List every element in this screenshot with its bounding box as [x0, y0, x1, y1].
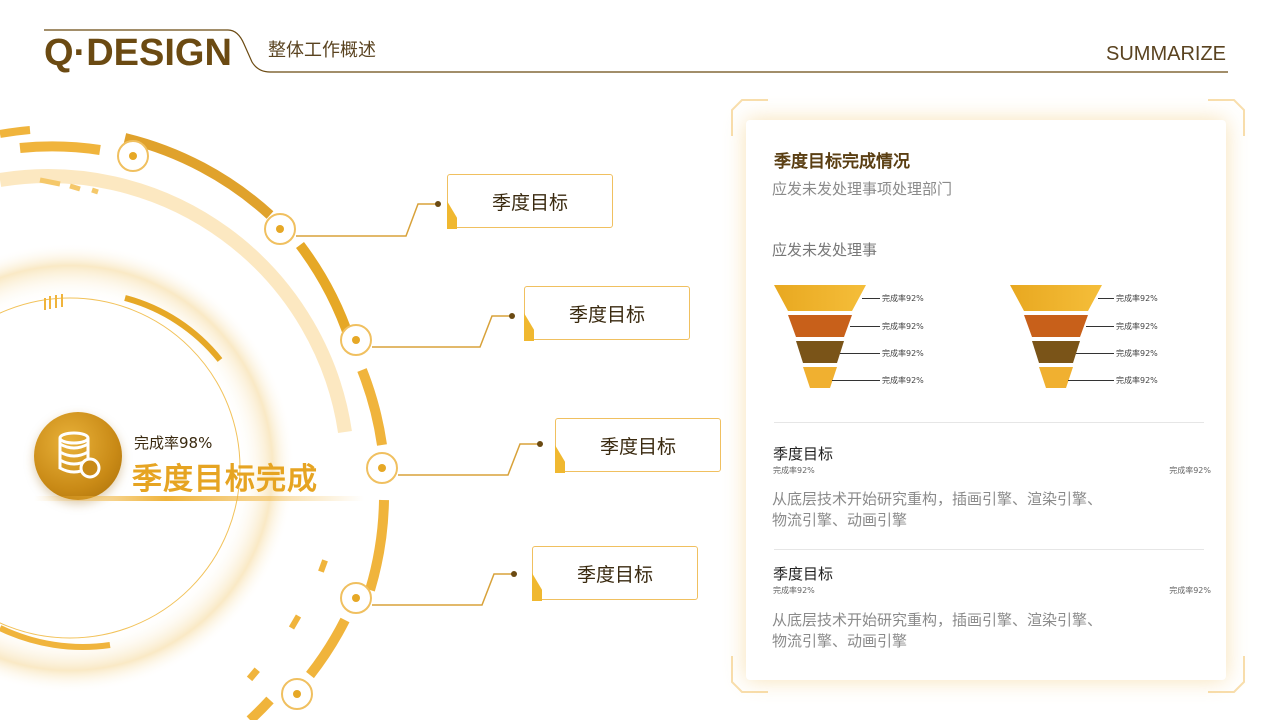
- funnel-tier-label: 完成率92%: [882, 349, 924, 358]
- section-tag: SUMMARIZE: [1106, 43, 1226, 65]
- completion-title: 季度目标完成: [132, 462, 318, 497]
- funnel-leader-line: [1068, 380, 1114, 381]
- card-divider: [774, 422, 1204, 423]
- funnel-tier-1: [774, 285, 866, 311]
- goal-label-1: 季度目标: [447, 174, 613, 229]
- title-underline: [34, 496, 364, 501]
- item-rate-right: 完成率92%: [1169, 586, 1211, 595]
- page-title: 整体工作概述: [268, 40, 376, 61]
- funnel-shape: [1010, 285, 1102, 388]
- item-rate-left: 完成率92%: [773, 586, 815, 595]
- funnel-chart-2: 完成率92% 完成率92% 完成率92% 完成率92%: [1010, 285, 1190, 395]
- funnel-tier-label: 完成率92%: [882, 322, 924, 331]
- funnel-leader-line: [1076, 353, 1114, 354]
- item-rate-right: 完成率92%: [1169, 466, 1211, 475]
- funnel-leader-line: [850, 326, 880, 327]
- funnel-leader-line: [1098, 298, 1114, 299]
- funnel-tier-3: [796, 341, 844, 363]
- coins-icon: [34, 412, 122, 500]
- funnel-tier-4: [803, 367, 837, 388]
- funnel-tier-label: 完成率92%: [1116, 294, 1158, 303]
- goal-label-3: 季度目标: [555, 418, 721, 473]
- card-title: 季度目标完成情况: [774, 152, 910, 172]
- logo: Q·DESIGN: [44, 32, 232, 74]
- funnel-leader-line: [862, 298, 880, 299]
- card-subtitle: 应发未发处理事项处理部门: [772, 180, 953, 198]
- goal-label-text: 季度目标: [568, 304, 645, 326]
- ring-decoration: [0, 126, 543, 720]
- funnel-section-label: 应发未发处理事: [772, 241, 878, 259]
- funnel-tier-2: [788, 315, 852, 337]
- completion-rate: 完成率98%: [134, 434, 213, 452]
- item-description: 从底层技术开始研究重构，插画引擎、渲染引擎、物流引擎、动画引擎: [772, 490, 1103, 529]
- funnel-shape: [774, 285, 866, 388]
- funnel-tier-label: 完成率92%: [1116, 376, 1158, 385]
- funnel-chart-1: 完成率92% 完成率92% 完成率92% 完成率92%: [774, 285, 954, 395]
- funnel-leader-line: [840, 353, 880, 354]
- item-title: 季度目标: [773, 565, 834, 583]
- completion-summary: 完成率98% 季度目标完成: [34, 412, 364, 512]
- funnel-tier-label: 完成率92%: [882, 376, 924, 385]
- funnel-tier-label: 完成率92%: [1116, 349, 1158, 358]
- funnel-tier-label: 完成率92%: [882, 294, 924, 303]
- goal-label-4: 季度目标: [532, 546, 698, 601]
- funnel-tier-3: [1032, 341, 1080, 363]
- funnel-tier-4: [1039, 367, 1073, 388]
- funnel-tier-label: 完成率92%: [1116, 322, 1158, 331]
- goal-label-text: 季度目标: [576, 564, 653, 586]
- goal-label-text: 季度目标: [599, 436, 676, 458]
- funnel-leader-line: [832, 380, 880, 381]
- funnel-leader-line: [1086, 326, 1114, 327]
- goal-label-2: 季度目标: [524, 286, 690, 341]
- goal-label-text: 季度目标: [491, 192, 568, 214]
- funnel-tier-1: [1010, 285, 1102, 311]
- item-title: 季度目标: [773, 445, 834, 463]
- card-divider: [774, 549, 1204, 550]
- item-description: 从底层技术开始研究重构，插画引擎、渲染引擎、物流引擎、动画引擎: [772, 611, 1103, 650]
- item-rate-left: 完成率92%: [773, 466, 815, 475]
- funnel-tier-2: [1024, 315, 1088, 337]
- summary-card: [746, 120, 1226, 680]
